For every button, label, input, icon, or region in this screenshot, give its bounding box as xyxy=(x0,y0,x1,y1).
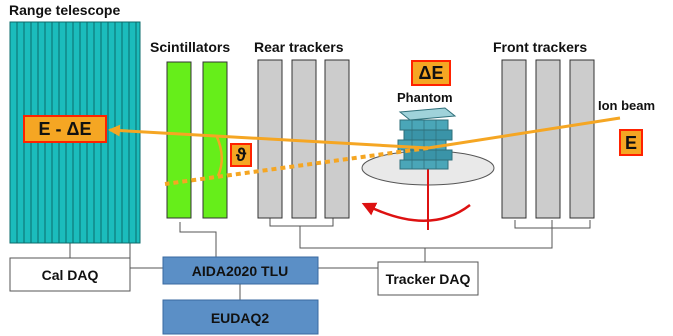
connection-lines xyxy=(69,218,591,300)
ion-beam-label: Ion beam xyxy=(598,98,655,113)
scintillator-1 xyxy=(166,61,192,219)
scintillators-label: Scintillators xyxy=(150,39,230,55)
range-telescope-label: Range telescope xyxy=(9,2,120,18)
front-tracker-3 xyxy=(569,59,595,219)
phantom-label: Phantom xyxy=(397,90,453,105)
tlu-label: AIDA2020 TLU xyxy=(192,263,288,279)
e-minus-delta-e-symbol: E - ΔE xyxy=(23,115,107,143)
scattering-angle-arc xyxy=(215,136,223,177)
e-minus-delta-e-text: E - ΔE xyxy=(39,119,92,139)
tlu-box: AIDA2020 TLU xyxy=(162,256,319,285)
front-tracker-2 xyxy=(535,59,561,219)
phantom-icon xyxy=(397,107,457,170)
front-tracker-1 xyxy=(501,59,527,219)
eudaq-box: EUDAQ2 xyxy=(162,299,319,335)
cal-daq-label: Cal DAQ xyxy=(42,267,99,283)
tracker-daq-label: Tracker DAQ xyxy=(386,271,471,287)
cal-daq-box: Cal DAQ xyxy=(9,257,131,292)
front-trackers-label: Front trackers xyxy=(493,39,587,55)
theta-text: ϑ xyxy=(236,145,247,165)
eudaq-label: EUDAQ2 xyxy=(211,310,270,326)
rear-tracker-2 xyxy=(291,59,317,219)
e-text: E xyxy=(625,133,637,153)
rear-trackers-label: Rear trackers xyxy=(254,39,344,55)
delta-e-text: ΔE xyxy=(419,63,444,83)
rotation-arrow-icon xyxy=(361,202,471,222)
delta-e-symbol: ΔE xyxy=(411,60,451,86)
outgoing-beam xyxy=(108,124,429,150)
scintillator-2 xyxy=(202,61,228,219)
theta-symbol: ϑ xyxy=(230,143,252,167)
e-symbol: E xyxy=(619,129,643,156)
incoming-beam xyxy=(427,116,621,150)
rear-tracker-3 xyxy=(324,59,350,219)
tracker-daq-box: Tracker DAQ xyxy=(377,261,479,296)
